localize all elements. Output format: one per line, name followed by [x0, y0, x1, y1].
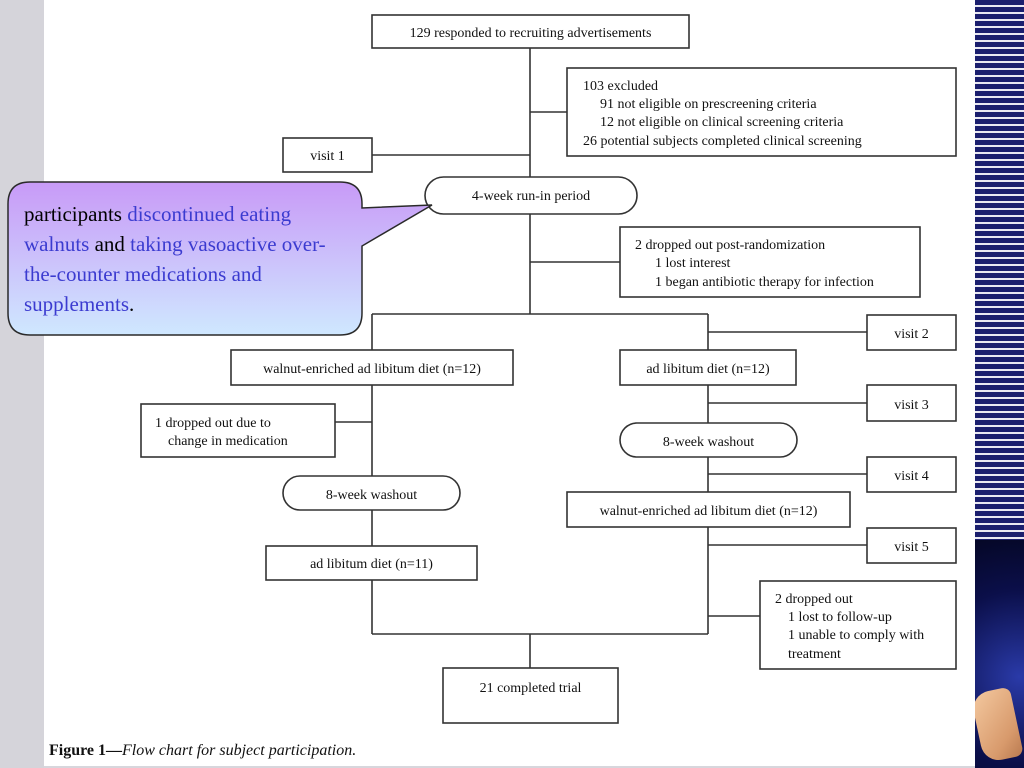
box-visit3 — [866, 384, 957, 422]
figure-caption: Figure 1—Flow chart for subject particip… — [49, 742, 356, 760]
box-left-diet2 — [265, 545, 478, 581]
text-left-washout: 8-week washout — [326, 488, 417, 503]
box-left-drop — [140, 403, 336, 458]
caption-label: Figure 1— — [49, 742, 123, 759]
text-left-drop-line2: change in medication — [168, 434, 288, 449]
callout-part1: participants — [24, 202, 128, 226]
text-visit1: visit 1 — [310, 149, 345, 164]
text-right-washout: 8-week washout — [663, 435, 754, 450]
text-right-diet2: walnut-enriched ad libitum diet (n=12) — [600, 504, 818, 519]
oval-right-washout — [619, 422, 798, 458]
text-excluded-line2: 12 not eligible on clinical screening cr… — [600, 115, 844, 130]
text-final-drop-line2: 1 unable to comply with — [788, 628, 924, 643]
callout-part5: . — [129, 292, 135, 316]
callout-part3: and — [89, 232, 131, 256]
callout-text: participants discontinued eating walnuts… — [24, 199, 354, 319]
text-visit3: visit 3 — [894, 398, 929, 413]
text-visit4: visit 4 — [894, 469, 929, 484]
text-final-drop-title: 2 dropped out — [775, 592, 853, 607]
slide-decoration — [970, 0, 1024, 768]
box-responded — [371, 14, 690, 49]
oval-runin — [424, 176, 638, 215]
text-dropped-line2: 1 began antibiotic therapy for infection — [655, 275, 874, 290]
callout-part2: discontinued eating walnuts — [24, 202, 292, 256]
box-left-diet1 — [230, 349, 514, 386]
text-left-drop-line1: 1 dropped out due to — [155, 416, 271, 431]
oval-left-washout — [282, 475, 461, 511]
box-visit2 — [866, 314, 957, 351]
caption-text: Flow chart for subject participation. — [122, 742, 357, 759]
text-final-drop-line3: treatment — [788, 647, 841, 662]
callout-bubble — [7, 181, 433, 336]
callout-part4: taking vasoactive over-the-counter medic… — [24, 232, 326, 316]
text-excluded-title: 103 excluded — [583, 79, 658, 94]
box-right-diet1 — [619, 349, 797, 386]
text-responded: 129 responded to recruiting advertisemen… — [410, 26, 652, 41]
text-runin: 4-week run-in period — [472, 189, 590, 204]
box-right-diet2 — [566, 491, 851, 528]
text-dropped-line1: 1 lost interest — [655, 256, 731, 271]
text-excluded-line3: 26 potential subjects completed clinical… — [583, 134, 862, 149]
box-visit1 — [282, 137, 373, 173]
box-completed — [442, 667, 619, 724]
text-left-diet1: walnut-enriched ad libitum diet (n=12) — [263, 362, 481, 377]
text-dropped-title: 2 dropped out post-randomization — [635, 238, 825, 253]
box-visit4 — [866, 456, 957, 493]
box-dropped-post — [619, 226, 921, 298]
connector-lines — [335, 48, 867, 668]
box-excluded — [566, 67, 957, 157]
text-visit5: visit 5 — [894, 540, 929, 555]
box-final-drop — [759, 580, 957, 670]
text-left-diet2: ad libitum diet (n=11) — [310, 557, 433, 572]
text-visit2: visit 2 — [894, 327, 929, 342]
text-excluded-line1: 91 not eligible on prescreening criteria — [600, 97, 817, 112]
box-visit5 — [866, 527, 957, 564]
text-completed: 21 completed trial — [480, 681, 582, 696]
text-right-diet1: ad libitum diet (n=12) — [646, 362, 770, 377]
text-final-drop-line1: 1 lost to follow-up — [788, 610, 892, 625]
left-margin — [0, 0, 44, 768]
